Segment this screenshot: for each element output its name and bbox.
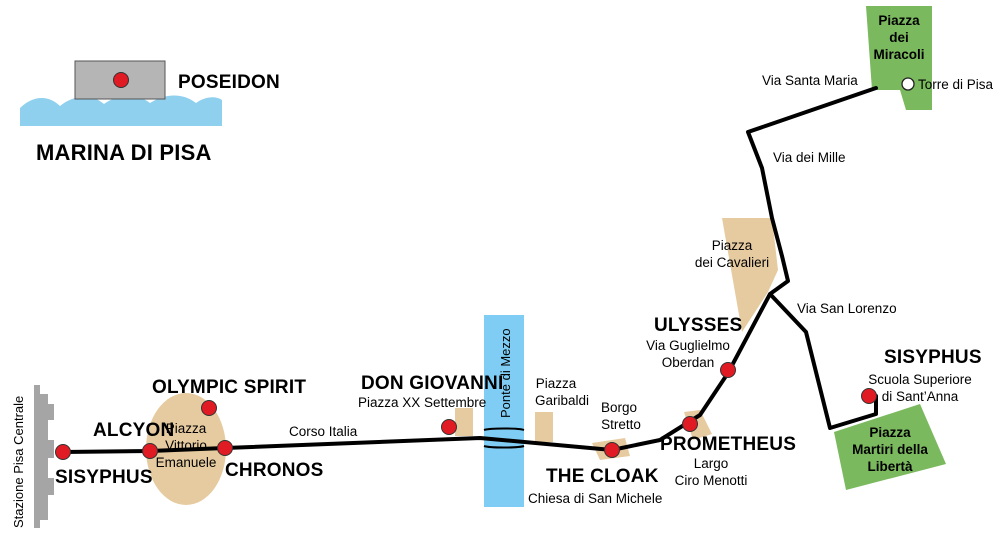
prometheus-place-1: Largo <box>694 456 729 471</box>
river-arno <box>484 315 524 507</box>
piazza-cavalieri-line1: Piazza <box>712 238 753 253</box>
don-giovanni-stop-icon <box>441 419 457 435</box>
don-giovanni-place: Piazza XX Settembre <box>358 395 486 410</box>
piazza-xx-settembre-area <box>455 408 473 436</box>
piazza-vittorio-line2: Vittorio <box>165 438 207 453</box>
piazza-vittorio-line1: Piazza <box>166 421 207 436</box>
ulysses-stop-icon <box>720 362 736 378</box>
piazza-garibaldi-area <box>535 412 553 442</box>
marina-di-pisa-label: MARINA DI PISA <box>36 140 212 165</box>
olympic-spirit-label: OLYMPIC SPIRIT <box>152 377 306 398</box>
sisyphus-end-label: SISYPHUS <box>884 347 982 368</box>
piazza-miracoli-line1: Piazza <box>878 13 920 28</box>
sisyphus-end-place-2: di Sant’Anna <box>882 389 959 404</box>
the-cloak-label: THE CLOAK <box>546 466 659 487</box>
olympic-spirit-stop-icon <box>201 400 217 416</box>
sisyphus-end-place-1: Scuola Superiore <box>868 372 972 387</box>
via-san-lorenzo-label: Via San Lorenzo <box>797 301 897 316</box>
prometheus-place-2: Ciro Menotti <box>675 473 748 488</box>
station-label: Stazione Pisa Centrale <box>11 396 26 528</box>
bridge-icon <box>483 427 525 449</box>
chronos-stop-icon <box>217 440 233 456</box>
piazza-dei-cavalieri-area <box>722 218 778 332</box>
poseidon-stop-icon <box>113 72 129 88</box>
torre-di-pisa-icon <box>901 77 915 91</box>
piazza-vittorio-line3: Emanuele <box>156 455 217 470</box>
piazza-miracoli-line3: Miracoli <box>873 47 924 62</box>
ulysses-place-2: Oberdan <box>662 355 715 370</box>
torre-di-pisa-label: Torre di Pisa <box>918 77 994 92</box>
route-line <box>61 86 878 454</box>
piazza-miracoli-line2: dei <box>889 30 909 45</box>
corso-italia-label: Corso Italia <box>289 424 358 439</box>
station-building-icon <box>34 385 54 528</box>
piazza-martiri-line1: Piazza <box>869 425 911 440</box>
sisyphus-start-stop-icon <box>55 444 71 460</box>
sisyphus-start-label: SISYPHUS <box>55 467 153 488</box>
piazza-cavalieri-line2: dei Cavalieri <box>695 255 769 270</box>
the-cloak-place: Chiesa di San Michele <box>528 491 662 506</box>
piazza-dei-miracoli-area <box>866 6 932 110</box>
borgo-stretto-line2: Stretto <box>601 417 641 432</box>
poseidon-label: POSEIDON <box>178 72 280 93</box>
via-dei-mille-label: Via dei Mille <box>773 150 846 165</box>
sea-wave-icon <box>20 95 222 126</box>
via-santa-maria-label: Via Santa Maria <box>762 73 858 88</box>
piazza-martiri-line2: Martiri della <box>852 442 928 457</box>
piazza-garibaldi-line1: Piazza <box>536 376 577 391</box>
don-giovanni-label: DON GIOVANNI <box>361 373 503 394</box>
piazza-martiri-area <box>834 404 946 490</box>
prometheus-label: PROMETHEUS <box>660 434 796 455</box>
sisyphus-end-stop-icon <box>861 388 877 404</box>
chronos-label: CHRONOS <box>225 460 324 481</box>
piazza-martiri-line3: Libertà <box>867 459 913 474</box>
ponte-di-mezzo-label: Ponte di Mezzo <box>498 328 513 418</box>
ulysses-place-1: Via Guglielmo <box>646 338 730 353</box>
alcyon-stop-icon <box>142 443 158 459</box>
prometheus-stop-icon <box>682 416 698 432</box>
alcyon-label: ALCYON <box>93 420 174 441</box>
the-cloak-stop-icon <box>604 442 620 458</box>
ulysses-label: ULYSSES <box>654 315 742 336</box>
borgo-stretto-line1: Borgo <box>601 400 637 415</box>
piazza-garibaldi-line2: Garibaldi <box>535 393 589 408</box>
